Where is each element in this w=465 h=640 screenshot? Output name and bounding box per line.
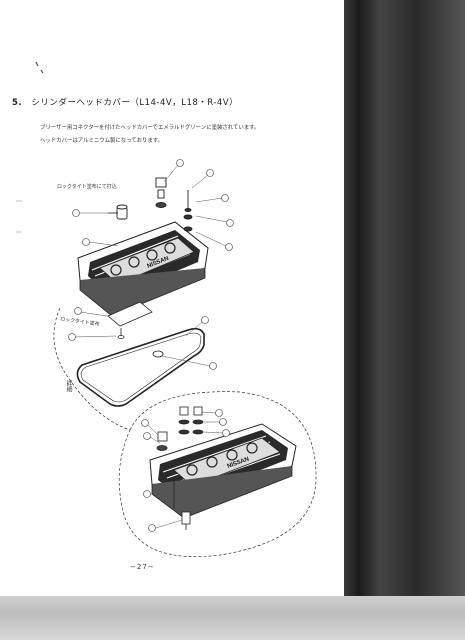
head-cover-upper: NISSAN: [77, 221, 209, 317]
breather-plate: [107, 301, 153, 339]
paragraph-line-1: ブリーザー用コネクターを付けたヘッドカバーでエメラルドグリーンに塗装されています…: [40, 125, 260, 131]
detail-callout-circles: [141, 409, 230, 532]
detail-bubble: [53, 307, 317, 558]
head-cover-detail: NISSAN: [149, 423, 297, 519]
section-number: 5.: [12, 98, 23, 108]
margin-ticks: [16, 200, 22, 233]
detail-fasteners: [156, 406, 204, 530]
gasket-plug: [152, 350, 164, 358]
top-fasteners: [155, 177, 193, 232]
detail-label: 詳細: [65, 380, 72, 392]
scanner-bed: [0, 596, 465, 640]
binding-spine: [344, 0, 465, 640]
stray-marks: [35, 61, 44, 74]
loctite-press-fit-note: ロックタイト塗布にて打込: [57, 184, 117, 190]
paragraph-line-2: ヘッドカバーはアルミニウム製になっております。: [40, 138, 163, 144]
detail-callout-leaders: [147, 411, 224, 529]
section-heading: 5. シリンダーヘッドカバー（L14-4V，L18・R-4V）: [12, 96, 238, 108]
breather-connector: [108, 204, 128, 220]
exploded-view-diagram: NISSAN: [16, 61, 317, 558]
callout-circles: [68, 159, 234, 370]
page-number: −27−: [130, 563, 155, 571]
cover-gasket: [76, 327, 205, 407]
section-title: シリンダーヘッドカバー（L14-4V，L18・R-4V）: [31, 98, 239, 108]
